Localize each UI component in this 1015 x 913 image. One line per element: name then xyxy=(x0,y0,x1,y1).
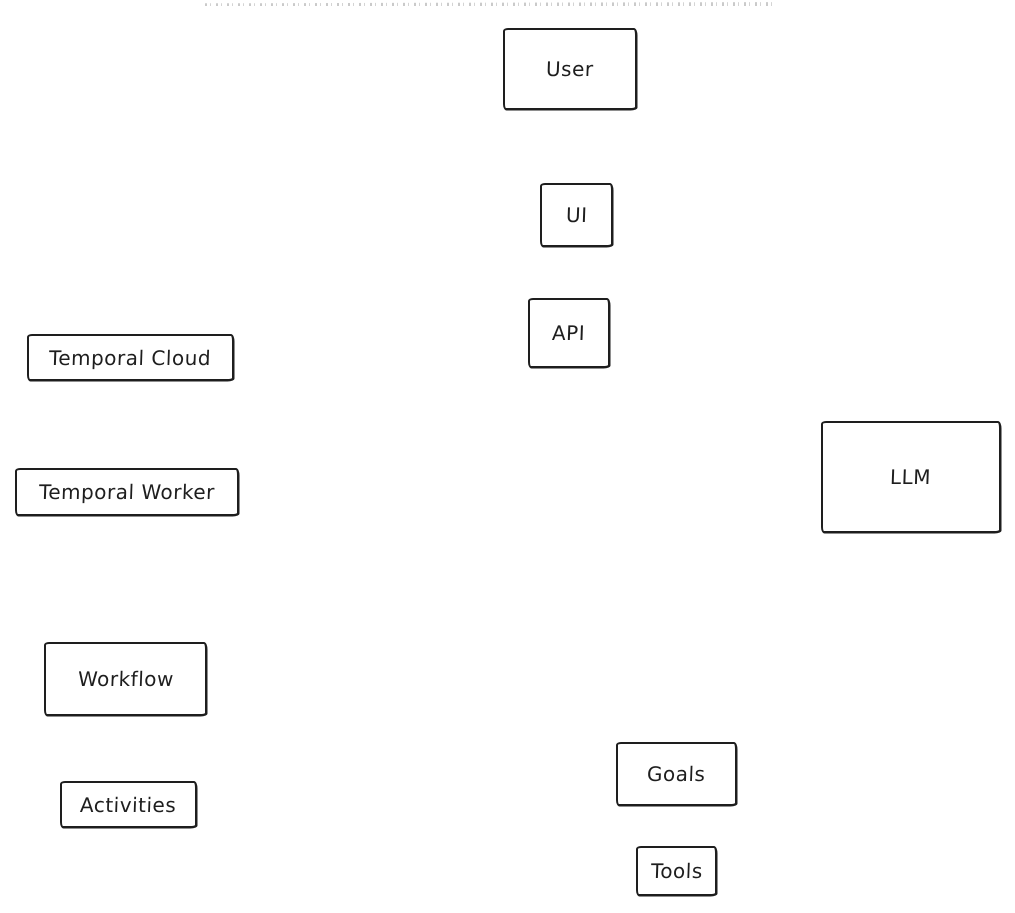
node-workflow[interactable]: Workflow xyxy=(44,642,207,716)
node-label: Temporal Worker xyxy=(38,480,216,504)
node-tools[interactable]: Tools xyxy=(636,846,717,896)
node-label: LLM xyxy=(890,465,932,489)
node-api[interactable]: API xyxy=(528,298,610,368)
node-user[interactable]: User xyxy=(503,28,637,110)
clipped-top-text xyxy=(205,2,775,6)
node-label: Goals xyxy=(646,762,707,786)
node-label: UI xyxy=(565,203,588,227)
node-label: Workflow xyxy=(77,667,174,691)
node-label: Temporal Cloud xyxy=(49,345,212,370)
node-goals[interactable]: Goals xyxy=(616,742,737,806)
node-temporal-worker[interactable]: Temporal Worker xyxy=(15,468,239,516)
node-activities[interactable]: Activities xyxy=(60,781,197,828)
node-temporal-cloud[interactable]: Temporal Cloud xyxy=(27,334,234,381)
node-label: Tools xyxy=(650,859,703,883)
node-label: User xyxy=(545,57,595,81)
node-label: API xyxy=(552,321,586,345)
node-ui[interactable]: UI xyxy=(540,183,613,247)
node-label: Activities xyxy=(79,792,178,817)
node-llm[interactable]: LLM xyxy=(821,421,1001,533)
